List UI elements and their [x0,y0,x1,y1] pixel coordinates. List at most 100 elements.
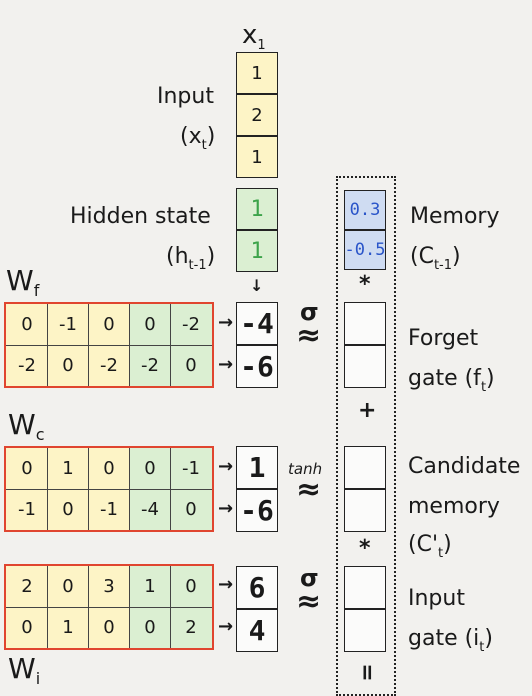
candidate-weight-label-sub: c [35,425,45,444]
arrow-icon: → [218,312,234,333]
forget-weight-label-text: W [6,264,34,297]
candidate-memory-cell [344,489,386,532]
matrix-cell: 0 [129,448,171,489]
input-gate-symbol-text: gate (i [408,626,480,651]
forget-gate-symbol-close: ) [486,366,495,391]
memory-symbol-sub: t-1 [433,258,453,273]
input-weight-label-text: W [8,652,36,685]
matrix-cell: 0 [88,448,130,489]
arrow-icon: → [218,354,234,375]
input-result-cell: 6 [236,566,278,609]
memory-symbol: (Ct-1) [410,244,461,273]
input-gate-symbol: gate (it) [408,626,493,655]
candidate-weight-label-text: W [8,408,36,441]
input-vector-label-text: x [242,20,258,50]
hidden-state-symbol-close: ) [206,244,216,269]
forget-weight-label-sub: f [33,281,40,300]
approx-icon: ≈ [296,584,322,619]
matrix-cell: 0 [129,304,171,345]
memory-cell: 0.3 [344,190,386,230]
forget-gate-label: Forget [408,326,479,351]
matrix-cell: 0 [170,566,212,607]
matrix-cell: 0 [47,489,89,530]
arrow-icon: → [218,498,234,519]
memory-symbol-text: (C [410,244,434,269]
plus-symbol: + [358,398,377,423]
matrix-cell: -2 [88,345,130,386]
candidate-weight-matrix: 0 1 0 0 -1 -1 0 -1 -4 0 [4,446,214,532]
arrow-icon: → [218,574,234,595]
hidden-state-symbol-sub: t-1 [188,258,207,273]
hidden-state-label: Hidden state [70,204,211,229]
matrix-cell: 0 [88,304,130,345]
matrix-cell: 3 [88,566,130,607]
forget-gate-symbol-sub: t [480,380,487,395]
input-symbol-text: (x [180,124,202,149]
hidden-state-symbol-text: (h [166,244,189,269]
input-weight-label: Wi [8,652,40,688]
hidden-cell: 1 [236,230,278,272]
matrix-cell: 0 [88,607,130,648]
grid-line [6,345,212,346]
input-symbol-close: ) [206,124,216,149]
matrix-cell: 1 [47,448,89,489]
input-cell: 2 [236,94,278,136]
matrix-cell: -2 [170,304,212,345]
multiply-symbol: * [359,536,371,561]
matrix-cell: -1 [88,489,130,530]
matrix-cell: 1 [129,566,171,607]
input-weight-label-sub: i [35,669,41,688]
matrix-cell: 1 [47,607,89,648]
arrow-icon: → [218,616,234,637]
grid-line [6,489,212,490]
matrix-cell: 0 [6,304,48,345]
matrix-cell: -1 [170,448,212,489]
candidate-weight-label: Wc [8,408,44,444]
grid-line [6,607,212,608]
forget-result-cell: -6 [236,345,278,388]
matrix-cell: 0 [129,607,171,648]
matrix-cell: -4 [129,489,171,530]
matrix-cell: 2 [6,566,48,607]
matrix-cell: 0 [47,566,89,607]
candidate-memory-symbol-sub: t [438,546,444,561]
candidate-result-cell: -6 [236,489,278,532]
matrix-cell: 0 [6,448,48,489]
memory-label: Memory [410,204,500,229]
forget-result-cell: -4 [236,302,278,345]
memory-symbol-close: ) [452,244,461,269]
forget-gate-symbol-text: gate (f [408,366,481,391]
forget-weight-label: Wf [6,264,39,300]
input-gate-cell [344,609,386,652]
equals-symbol: = [354,663,380,682]
forget-gate-cell [344,345,386,388]
matrix-cell: 0 [6,607,48,648]
sigma-activation: σ [300,564,319,592]
hidden-state-symbol: (ht-1) [166,244,215,273]
matrix-cell: 0 [170,489,212,530]
sigma-activation: σ [300,298,319,326]
input-symbol: (xt) [180,124,215,153]
matrix-cell: -2 [129,345,171,386]
matrix-cell: -2 [6,345,48,386]
input-vector-label-sub: 1 [257,38,266,53]
approx-icon: ≈ [296,318,322,353]
input-cell: 1 [236,52,278,94]
memory-cell: -0.5 [344,230,386,270]
matrix-cell: 2 [170,607,212,648]
forget-gate-symbol: gate (ft) [408,366,495,395]
input-vector-label: x1 [242,20,266,53]
candidate-memory-label-line2: memory [408,494,500,519]
approx-icon: ≈ [296,472,322,507]
candidate-result-cell: 1 [236,446,278,489]
matrix-cell: 0 [47,345,89,386]
forget-weight-matrix: 0 -1 0 0 -2 -2 0 -2 -2 0 [4,302,214,388]
hidden-cell: 1 [236,188,278,230]
candidate-memory-cell [344,446,386,489]
candidate-memory-symbol-text: (C' [408,532,438,557]
forget-gate-cell [344,302,386,345]
input-result-cell: 4 [236,609,278,652]
candidate-memory-label: Candidate [408,454,521,479]
input-weight-matrix: 2 0 3 1 0 0 1 0 0 2 [4,564,214,650]
input-gate-symbol-close: ) [484,626,493,651]
